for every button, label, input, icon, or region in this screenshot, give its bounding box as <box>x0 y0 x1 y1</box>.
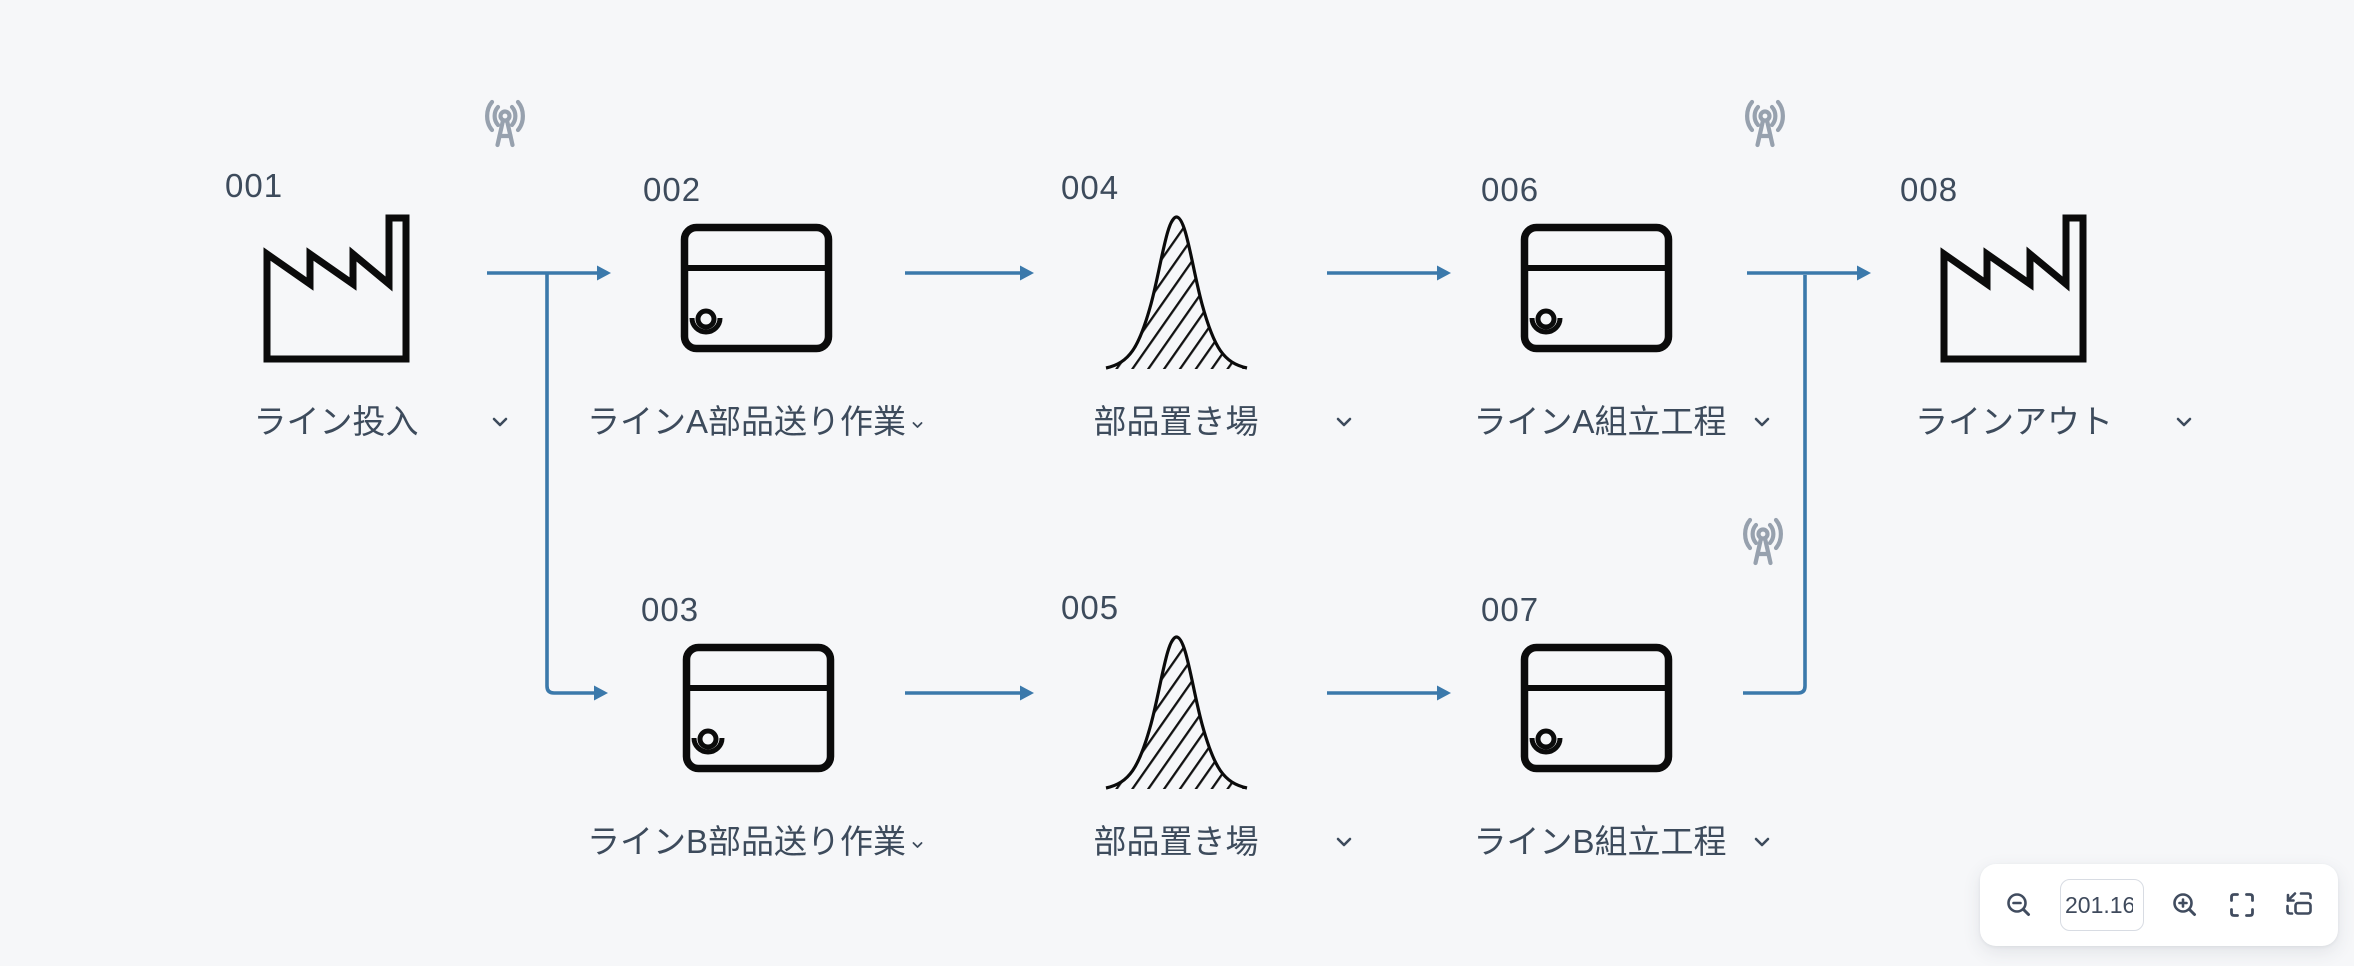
edge-007-008[interactable] <box>1743 275 1807 695</box>
zoom-in-button[interactable] <box>2169 889 2201 921</box>
node-008-label: ラインアウト <box>1915 403 2113 440</box>
chevron-down-icon[interactable] <box>1748 828 1776 856</box>
node-002-label: ラインA部品送り作業 <box>587 403 907 440</box>
arrowhead <box>1020 265 1034 281</box>
node-007-id: 007 <box>1481 591 1540 628</box>
inventory-mound-icon[interactable] <box>1103 205 1250 372</box>
chevron-down-icon[interactable] <box>1748 408 1776 436</box>
arrowhead <box>1437 265 1451 281</box>
edge-001-003[interactable] <box>545 273 594 695</box>
arrowhead <box>1857 265 1871 281</box>
node-005-label: 部品置き場 <box>1093 823 1259 860</box>
node-006-id: 006 <box>1481 171 1540 208</box>
fit-view-icon <box>2286 892 2312 915</box>
process-box-icon[interactable] <box>680 223 833 353</box>
inventory-mound-icon[interactable] <box>1103 625 1250 792</box>
chevron-down-icon[interactable] <box>908 831 927 859</box>
chevron-down-icon[interactable] <box>1330 828 1358 856</box>
zoom-out-button[interactable] <box>2003 889 2035 921</box>
arrowhead <box>594 685 608 701</box>
node-001-id: 001 <box>225 167 284 204</box>
chevron-down-icon[interactable] <box>1330 408 1358 436</box>
fit-view-button[interactable] <box>2283 889 2315 921</box>
operator-icon <box>697 728 719 750</box>
arrowhead <box>1020 685 1034 701</box>
node-002-id: 002 <box>643 171 702 208</box>
factory-icon[interactable] <box>1940 214 2087 363</box>
zoom-out-icon <box>2007 893 2030 916</box>
node-001-label: ライン投入 <box>253 403 419 440</box>
zoom-level-input[interactable] <box>2060 879 2144 931</box>
node-004-id: 004 <box>1061 169 1120 206</box>
node-005-id: 005 <box>1061 589 1120 626</box>
chevron-down-icon[interactable] <box>2170 408 2198 436</box>
node-002-label-row: ラインA部品送り作業 <box>587 402 927 442</box>
arrowhead <box>1437 685 1451 701</box>
fullscreen-icon <box>2230 893 2254 917</box>
node-006-label: ラインA組立工程 <box>1473 403 1727 440</box>
chevron-down-icon[interactable] <box>908 411 927 439</box>
node-004-label: 部品置き場 <box>1093 403 1259 440</box>
node-003-id: 003 <box>641 591 700 628</box>
broadcast-tower-icon <box>1745 99 1785 148</box>
zoom-toolbar <box>1980 864 2338 946</box>
node-003-label: ラインB部品送り作業 <box>587 823 907 860</box>
operator-icon <box>1535 728 1557 750</box>
zoom-in-icon <box>2173 893 2196 916</box>
node-003-label-row: ラインB部品送り作業 <box>587 822 927 862</box>
fullscreen-button[interactable] <box>2226 889 2258 921</box>
process-box-icon[interactable] <box>1520 643 1673 773</box>
broadcast-tower-icon <box>485 99 525 148</box>
arrowhead <box>597 265 611 281</box>
process-box-icon[interactable] <box>682 643 835 773</box>
node-008-id: 008 <box>1900 171 1959 208</box>
factory-icon[interactable] <box>263 214 410 363</box>
broadcast-tower-icon <box>1743 517 1783 566</box>
node-007-label: ラインB組立工程 <box>1473 823 1727 860</box>
chevron-down-icon[interactable] <box>486 408 514 436</box>
process-box-icon[interactable] <box>1520 223 1673 353</box>
operator-icon <box>695 308 717 330</box>
operator-icon <box>1535 308 1557 330</box>
